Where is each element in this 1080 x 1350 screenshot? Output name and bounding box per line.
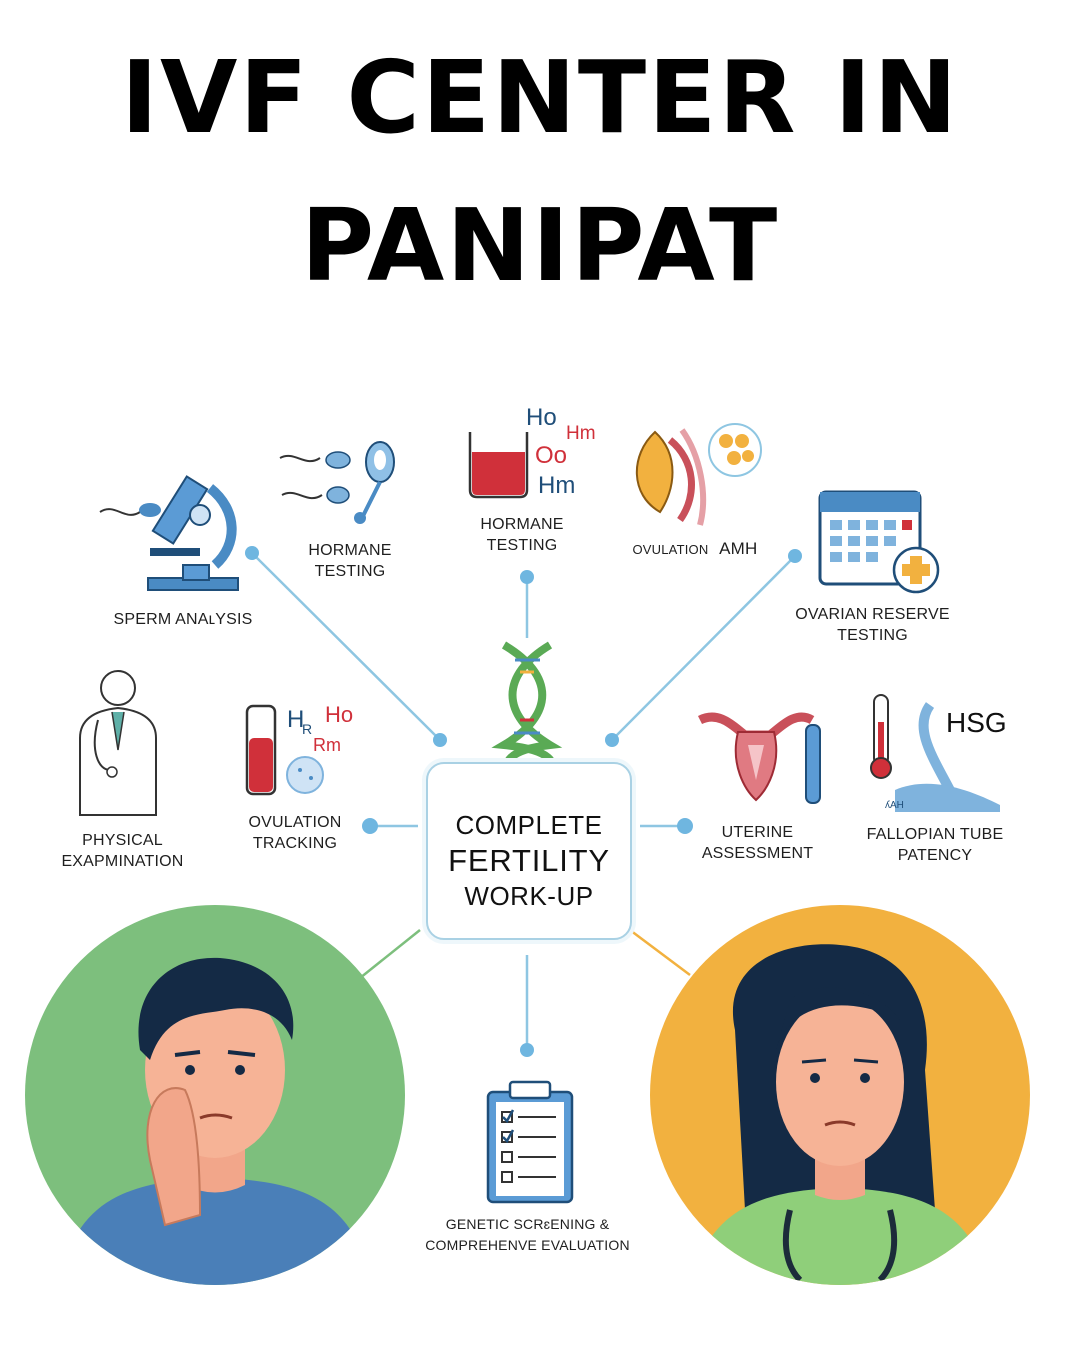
ovary-icon <box>635 423 762 526</box>
connector-woman <box>629 929 691 976</box>
title-line-2: PANIPAT <box>300 187 780 304</box>
connector-lines <box>251 552 796 1050</box>
label-ovulation-tracking: OVULATION TRACKING <box>248 814 342 852</box>
label-fallopian-tube: FALLOPIAN TUBE PATENCY <box>866 826 1004 864</box>
blood-tube-icon: H R Ho Rm <box>245 702 353 796</box>
hormone-hm-2: Hm <box>538 472 575 499</box>
label-genetic-screening: GENETIC SCRɛENING & COMPREHENVE EVALUATI… <box>425 1216 630 1253</box>
hub-line-2: FERTILITY <box>448 843 610 878</box>
label-sperm-analysis: SPERM ANAʟYSIS <box>113 611 253 628</box>
thermometer-icon: HSG ʎAH <box>870 694 1007 812</box>
title-line-1: IVF CENTER IN <box>120 39 960 156</box>
hub-line-1: COMPLETE <box>455 810 603 840</box>
connector-man <box>359 929 421 979</box>
connector-ovarian <box>611 555 796 741</box>
hormone-ho: Ho <box>526 404 557 431</box>
hormone-ho-2: Ho <box>325 702 353 727</box>
hormone-oo: Oo <box>535 442 567 469</box>
hormone-h: H <box>287 706 304 733</box>
connector-dots <box>245 546 802 1057</box>
dna-icon <box>491 641 563 773</box>
label-hormane-testing-center: HORMANE TESTING <box>480 516 564 554</box>
calendar-icon <box>818 490 940 594</box>
hub-line-3: WORK-UP <box>464 881 594 911</box>
woman-portrait <box>650 905 1030 1285</box>
fertility-workup-hub: COMPLETE FERTILITY WORK-UP <box>426 762 632 940</box>
man-portrait <box>25 905 405 1285</box>
sperm-icon <box>279 441 395 524</box>
uterus-icon <box>697 712 821 804</box>
hormone-hm-1: Hm <box>566 423 596 444</box>
doctor-icon <box>79 670 157 816</box>
label-hormane-testing-left: HORMANE TESTING <box>308 542 392 580</box>
hormone-r: R <box>302 721 312 737</box>
microscope-icon <box>99 475 239 591</box>
label-ovarian-reserve: OVARIAN RESERVE TESTING <box>795 606 950 644</box>
label-ovulation-amh: OVULATION AMH <box>632 539 758 558</box>
clipboard-icon <box>486 1080 574 1204</box>
hormone-rm: Rm <box>313 735 341 755</box>
label-uterine-assessment: UTERINE ASSESSMENT <box>701 824 814 862</box>
label-physical-exam: PHYSICAL EXAPMINATION <box>61 832 184 870</box>
hsg-label: HSG <box>946 707 1007 738</box>
connector-sperm <box>251 552 441 741</box>
hsg-small-label: ʎAH <box>885 800 904 811</box>
test-tube-icon: Ho Hm Oo Hm <box>468 404 596 499</box>
